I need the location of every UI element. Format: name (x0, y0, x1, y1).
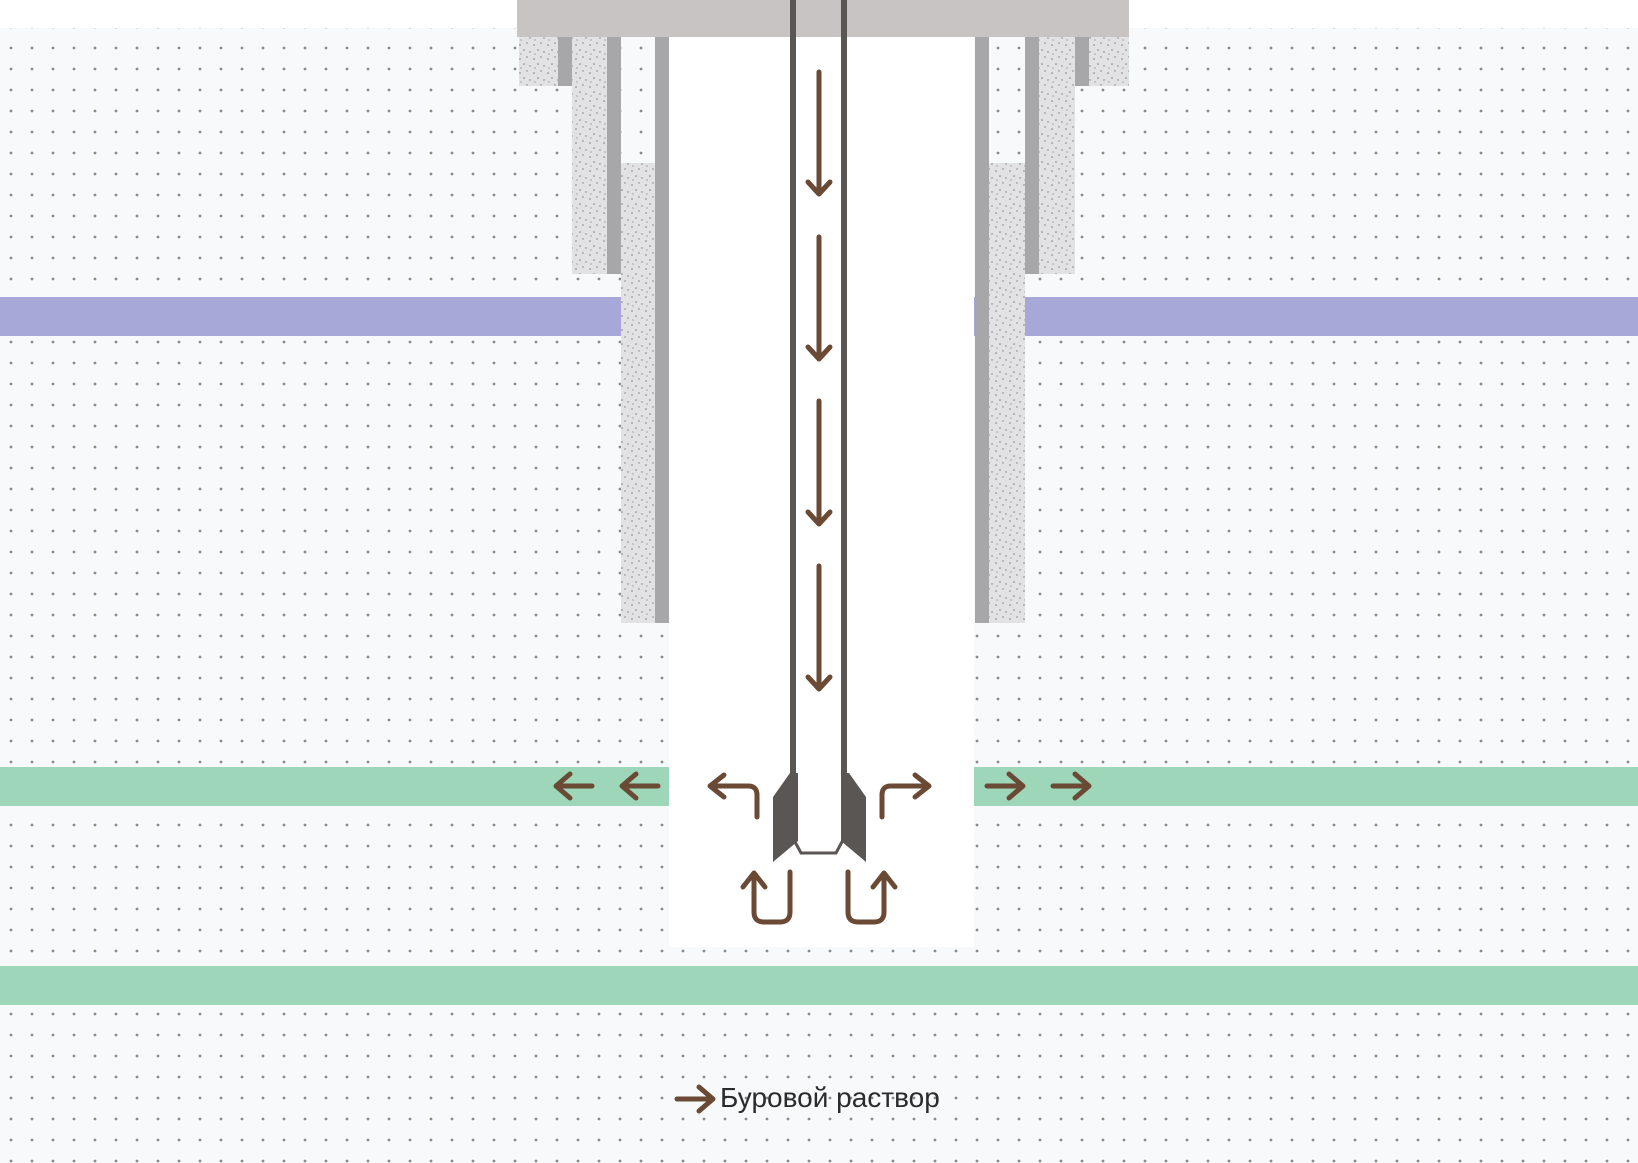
casing-head-plate (517, 0, 1129, 37)
drill-pipe-right-wall (841, 0, 847, 780)
mud-flow-turn-left-icon (707, 772, 760, 820)
legend-label: Буровой раствор (720, 1082, 940, 1113)
flow-down-arrow-icon (808, 69, 830, 194)
legend: Буровой раствор (677, 1082, 940, 1113)
conductor-casing-right (1075, 36, 1089, 86)
mud-flow-turn-right-icon (879, 772, 932, 820)
drill-bit-left-cutter (773, 773, 798, 862)
flow-down-arrow-icon (808, 563, 830, 689)
drill-bit-nozzle (792, 839, 845, 855)
surface-casing-left (607, 36, 621, 274)
flow-down-arrow-icon (808, 234, 830, 359)
flow-down-arrow-icon (808, 398, 830, 524)
surface-cement-left (572, 36, 608, 274)
intermediate-cement-left (621, 163, 655, 623)
surface-cement-right (1039, 36, 1075, 274)
conductor-casing-left (558, 36, 572, 86)
mud-flow-down (808, 69, 830, 689)
intermediate-casing-left (655, 36, 669, 623)
drill-bit-right-cutter (841, 773, 866, 862)
intermediate-cement-right (989, 163, 1025, 623)
mud-flow-uturn-right-icon (845, 869, 898, 925)
intermediate-casing-right (975, 36, 989, 623)
drill-pipe-left-wall (790, 0, 796, 780)
mud-flow-uturn-left-icon (740, 869, 793, 925)
aquifer-layer-lower (0, 966, 1638, 1005)
surface-casing-right (1025, 36, 1039, 274)
